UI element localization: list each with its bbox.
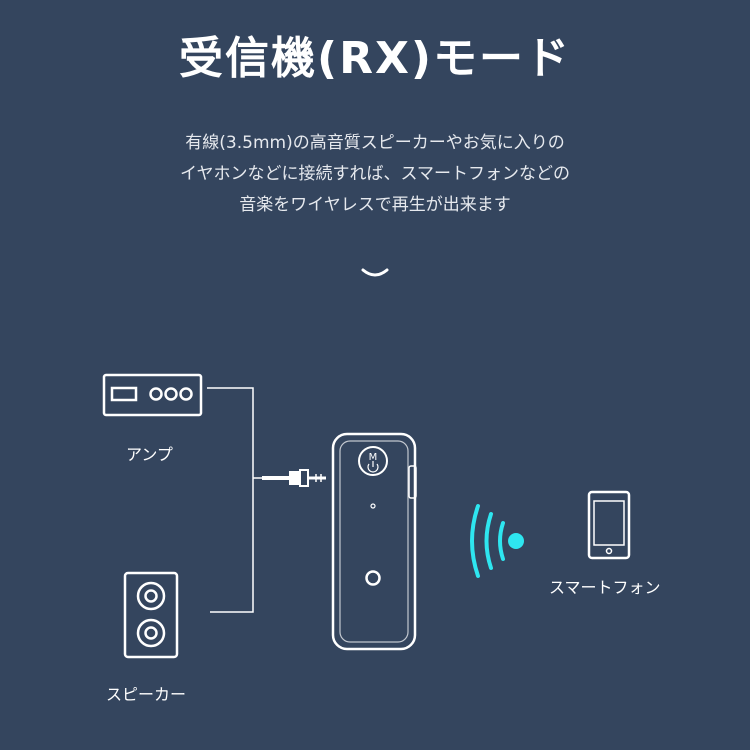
mode-button-letter: M	[369, 452, 378, 463]
description-line: イヤホンなどに接続すれば、スマートフォンなどの	[180, 164, 570, 184]
audio-jack-icon	[262, 469, 326, 487]
speaker-label: スピーカー	[106, 685, 187, 704]
description-line: 音楽をワイヤレスで再生が出来ます	[239, 195, 511, 215]
receiver-device-icon	[331, 432, 417, 651]
wireless-signal-icon	[470, 504, 505, 578]
speaker-icon	[123, 571, 179, 659]
smartphone-label: スマートフォン	[549, 578, 661, 597]
description: 有線(3.5mm)の高音質スピーカーやお気に入りの イヤホンなどに接続すれば、ス…	[0, 128, 750, 221]
power-icon	[367, 461, 379, 473]
chevron-down-icon	[361, 268, 389, 277]
page-title: 受信機(RX)モード	[178, 33, 572, 84]
amp-label: アンプ	[126, 445, 173, 464]
smartphone-icon	[587, 490, 631, 560]
cable-lines	[207, 387, 262, 613]
amplifier-icon	[102, 373, 203, 417]
description-line: 有線(3.5mm)の高音質スピーカーやお気に入りの	[185, 133, 565, 153]
signal-dot	[508, 533, 524, 549]
